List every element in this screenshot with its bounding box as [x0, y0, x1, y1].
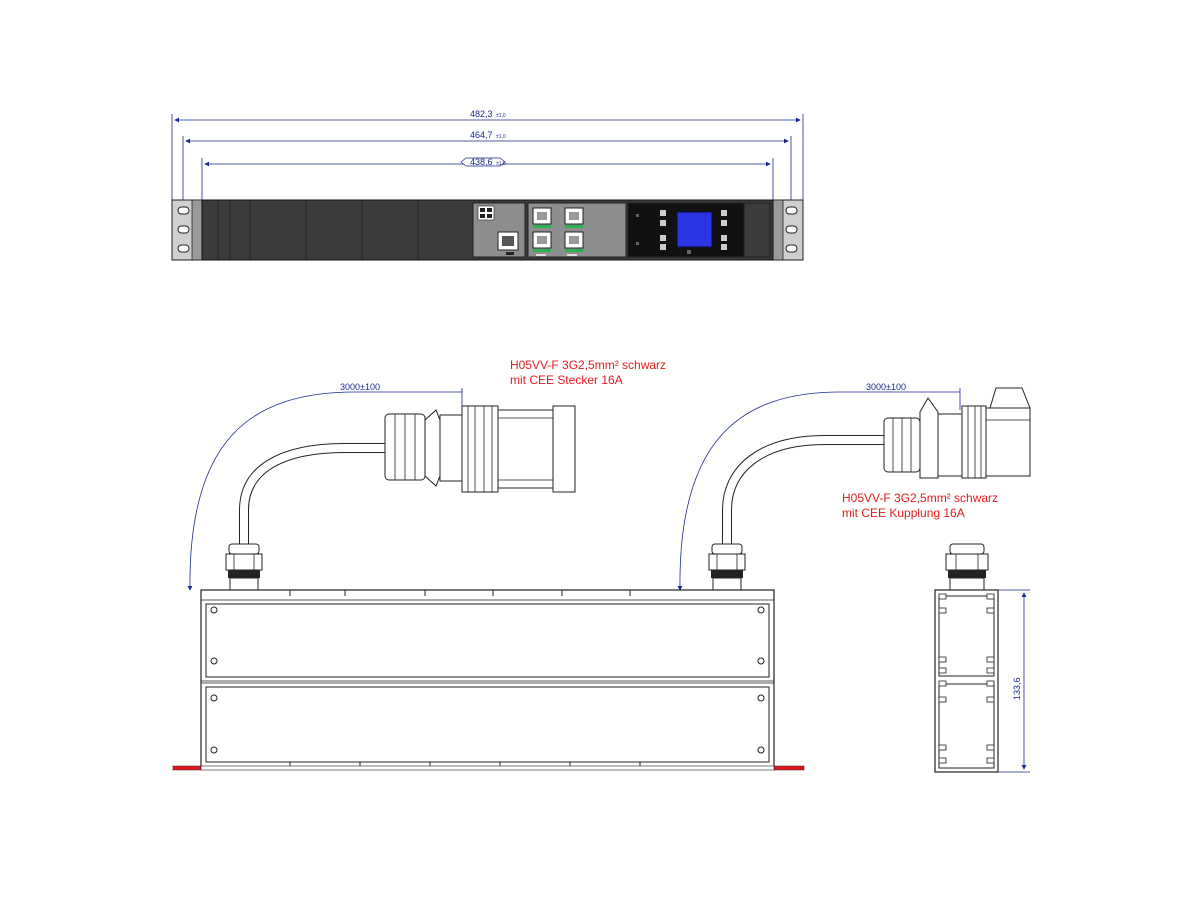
display-module: [627, 202, 745, 258]
cee-coupler: [883, 387, 1031, 479]
dimension-width-2-tolerance: ±1,0: [496, 134, 506, 140]
dimension-height-value: 133,6: [1012, 677, 1022, 700]
dimension-width-2-value: 464,7: [470, 130, 493, 140]
note-plug-line-2: mit CEE Stecker 16A: [510, 373, 623, 387]
dimension-cable-right: 3000±100: [677, 382, 961, 591]
side-view: 3000±100 H05VV-F 3G2,5mm² s: [172, 358, 1031, 771]
control-module: [472, 202, 526, 258]
front-view: 482,3 ±1,0 464,7 ±1,0 438,6 ±1,0: [171, 109, 804, 261]
dimension-width-1-value: 482,3: [470, 109, 493, 119]
rack-ear-left: [171, 199, 203, 261]
cable-gland-left: [225, 543, 263, 591]
end-view: 133,6: [934, 543, 1030, 773]
ethernet-port-icon: [532, 231, 552, 252]
dimension-width-1-tolerance: ±1,0: [496, 113, 506, 119]
dimension-width-3-value: 438,6: [470, 157, 493, 167]
cable-right: [722, 435, 884, 548]
ethernet-port-icon: [564, 231, 584, 252]
cable-left: [239, 443, 385, 548]
pdu-body-side: [172, 589, 805, 771]
dimension-width-3-tolerance: ±1,0: [496, 161, 506, 167]
dimension-width-1: 482,3 ±1,0: [171, 109, 804, 200]
lcd-display: [676, 211, 713, 248]
blank-segments: [217, 200, 419, 260]
ethernet-port-icon: [532, 207, 552, 228]
ethernet-port-icon: [564, 207, 584, 228]
note-coupler-line-2: mit CEE Kupplung 16A: [842, 506, 965, 520]
dimension-height: 133,6: [998, 589, 1030, 773]
rack-ear-right: [772, 199, 804, 261]
dimension-width-3: 438,6 ±1,0: [201, 157, 774, 200]
note-plug-cable: H05VV-F 3G2,5mm² schwarz mit CEE Stecker…: [510, 358, 666, 387]
dimension-cable-left-value: 3000±100: [340, 382, 380, 392]
dimension-cable-right-value: 3000±100: [866, 382, 906, 392]
note-plug-line-1: H05VV-F 3G2,5mm² schwarz: [510, 358, 666, 372]
cee-plug: [384, 405, 576, 493]
note-coupler-cable: H05VV-F 3G2,5mm² schwarz mit CEE Kupplun…: [842, 491, 998, 520]
network-module: [527, 202, 627, 258]
dimension-width-2: 464,7 ±1,0: [182, 130, 792, 200]
cable-gland-right: [708, 543, 746, 591]
cable-gland-end: [945, 543, 989, 591]
note-coupler-line-1: H05VV-F 3G2,5mm² schwarz: [842, 491, 998, 505]
